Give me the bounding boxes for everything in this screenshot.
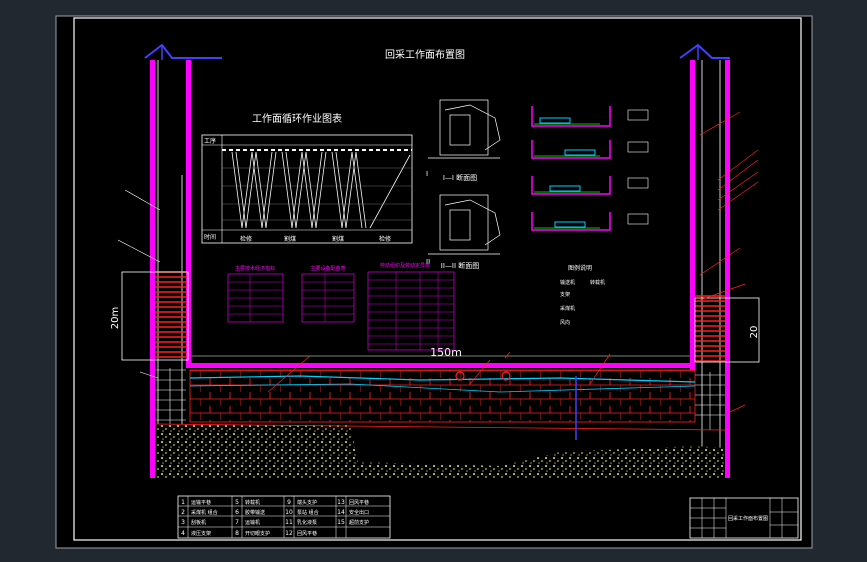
cycle-operation-chart: 工作面循环作业图表 工序 时间 检修 割煤 割煤 检修 <box>201 112 413 244</box>
table-b-title: 主要设备配备表 <box>310 265 345 272</box>
legend-item-4: 采煤机 <box>560 305 575 312</box>
part-number: 8 <box>235 530 239 537</box>
legend-title: 图例说明 <box>568 264 592 272</box>
dim-20-right: 20 <box>749 326 760 339</box>
part-name: 胶带输送 <box>245 509 265 516</box>
section-label-2: II <box>426 258 430 266</box>
section-label-1: I <box>426 170 428 178</box>
table-c-title: 劳动组织及劳动定员表 <box>380 262 430 269</box>
part-number: 2 <box>181 509 185 516</box>
part-name: 开切眼支护 <box>245 530 270 537</box>
part-number: 9 <box>287 499 291 506</box>
part-name: 运输机 <box>245 519 260 526</box>
section-caption-1: I—I 断面图 <box>443 173 477 182</box>
legend-item-1: 输送机 <box>560 279 575 286</box>
cycle-footer-1: 检修 <box>240 235 252 243</box>
part-name: 泵站 组合 <box>297 509 319 516</box>
part-number: 4 <box>181 530 185 537</box>
cycle-footer-3: 割煤 <box>332 235 344 243</box>
dim-20m-left: 20m <box>110 307 121 329</box>
legend-item-3: 支架 <box>560 291 570 298</box>
part-number: 12 <box>285 530 293 537</box>
legend-item-2: 转载机 <box>590 279 605 286</box>
section-caption-2: II—II 断面图 <box>441 261 479 270</box>
parts-list <box>177 495 391 539</box>
part-name: 刮板机 <box>191 519 206 526</box>
part-number: 5 <box>235 499 239 506</box>
part-number: 3 <box>181 519 185 526</box>
cycle-footer-2: 割煤 <box>284 235 296 243</box>
parts-list-text: 1 运输平巷 2 采煤机 组合 3 刮板机 4 液压支架 5 转载机 6 胶带输送 7 运输机 8 开切眼支护… <box>181 499 369 537</box>
title-block: 回采工作面布置图 <box>689 497 799 539</box>
cycle-row-label-2: 时间 <box>204 233 216 241</box>
working-face-line <box>186 363 695 368</box>
part-name: 转载机 <box>245 499 260 506</box>
part-name: 回风平巷 <box>349 500 369 506</box>
part-name: 超前支护 <box>349 519 369 526</box>
equipment-sequence <box>531 106 649 231</box>
table-a-title: 主要技术经济指标 <box>235 265 275 272</box>
drawing-title: 回采工作面布置图 <box>385 49 465 61</box>
part-number: 7 <box>235 519 239 526</box>
part-number: 10 <box>285 509 293 516</box>
right-roadway: 20 <box>679 43 760 478</box>
dim-150m: 150m <box>430 346 462 359</box>
cycle-table-title: 工作面循环作业图表 <box>252 112 342 125</box>
part-name: 端头支护 <box>297 499 317 506</box>
coal-seam-section <box>117 189 726 478</box>
right-support-stack <box>695 295 725 362</box>
part-name: 乳化液泵 <box>297 519 317 526</box>
part-number: 13 <box>337 499 345 506</box>
data-tables: 主要技术经济指标 主要设备配备表 劳动组织及劳动定员表 <box>227 262 455 351</box>
title-block-text: 回采工作面布置图 <box>728 515 768 522</box>
legend-item-5: 风向 <box>560 319 570 326</box>
cross-sections <box>428 99 501 255</box>
legend: 图例说明 输送机 转载机 支架 采煤机 风向 <box>560 264 605 326</box>
part-number: 14 <box>337 509 345 516</box>
part-name: 运输平巷 <box>191 499 211 506</box>
part-name: 安全出口 <box>349 509 369 516</box>
cycle-row-label-1: 工序 <box>204 137 216 145</box>
part-name: 回风平巷 <box>297 531 317 537</box>
part-name: 液压支架 <box>191 530 211 537</box>
part-number: 15 <box>337 519 345 526</box>
part-number: 11 <box>285 519 293 526</box>
drawing-frame <box>73 17 802 541</box>
part-number: 1 <box>181 499 185 506</box>
part-number: 6 <box>235 509 239 516</box>
cycle-footer-4: 检修 <box>379 235 391 243</box>
part-name: 采煤机 组合 <box>191 509 218 516</box>
